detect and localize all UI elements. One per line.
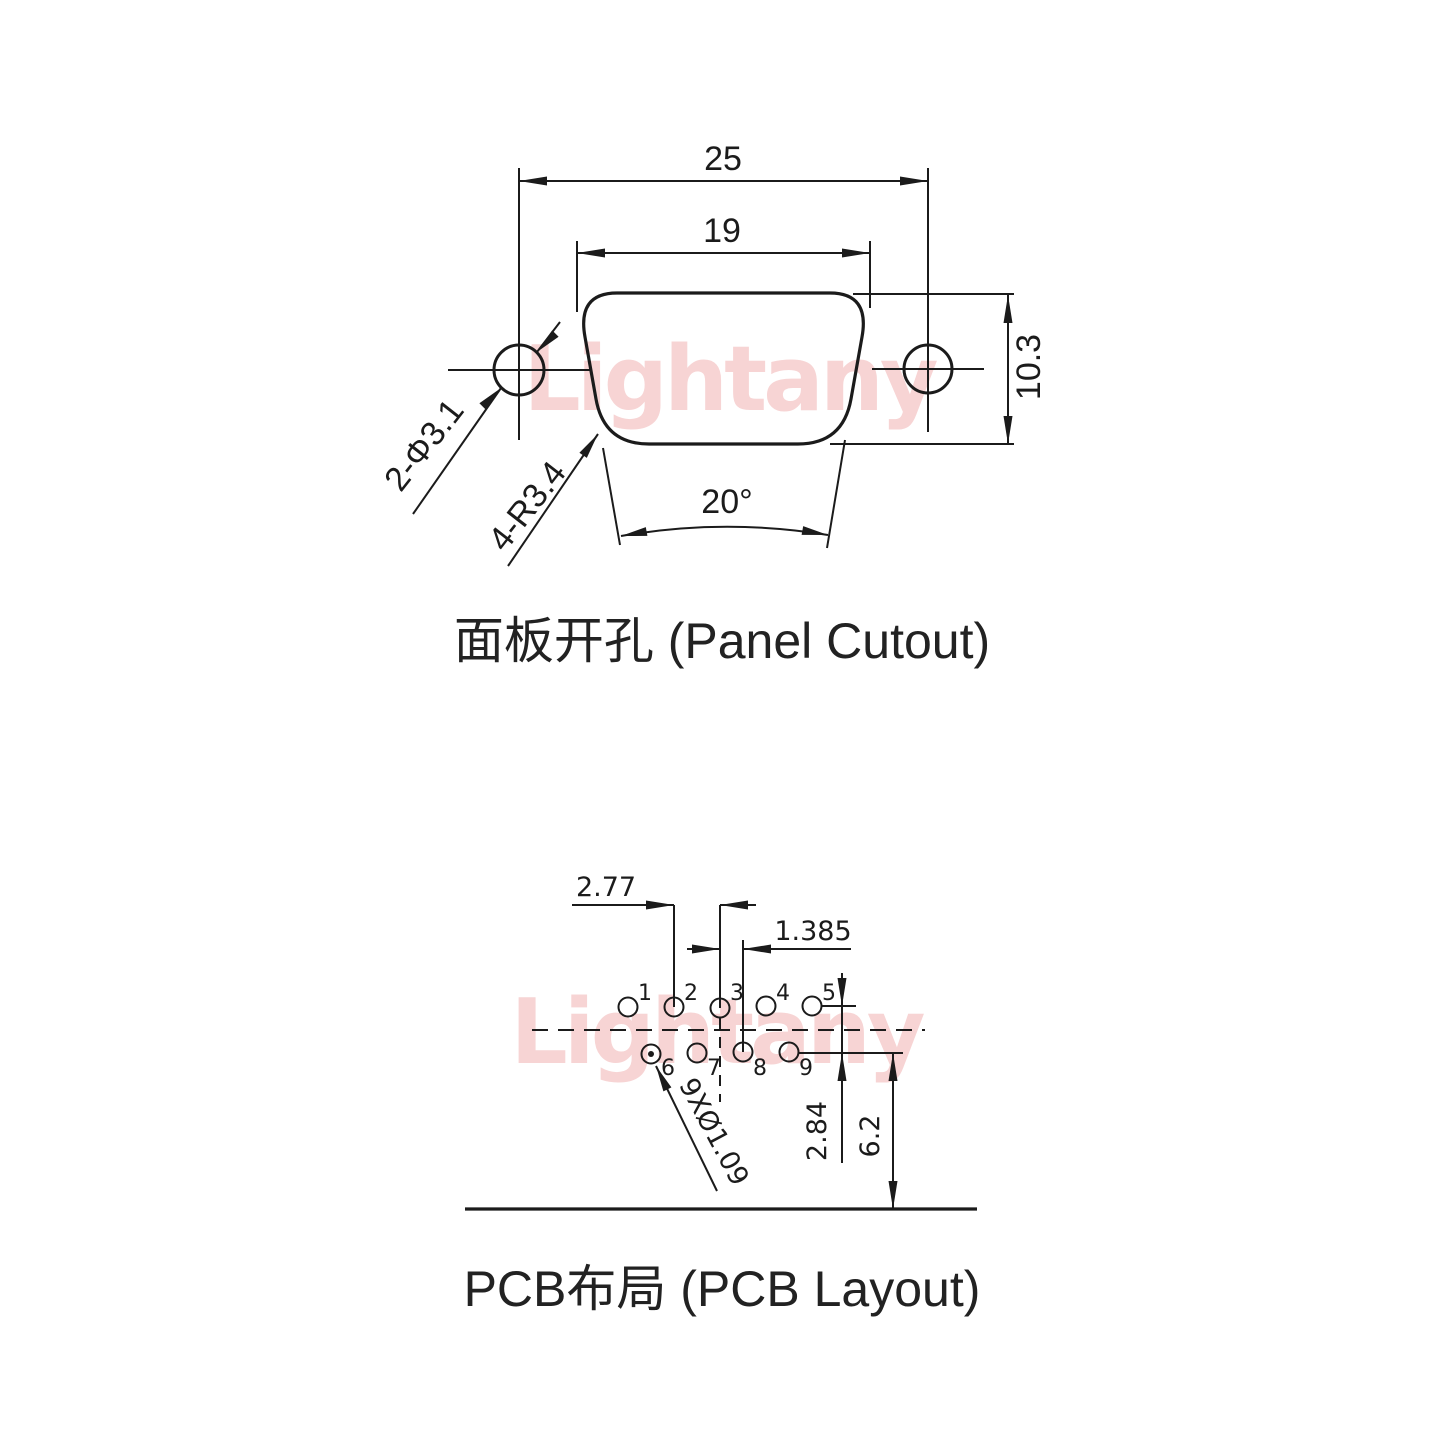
pin-5-label: 5 [822,981,836,1006]
pin-3-label: 3 [730,981,744,1006]
dim-1385-arrow-left [692,944,720,954]
panel-cutout-title: 面板开孔 (Panel Cutout) [454,613,990,669]
pin-3 [709,997,731,1019]
dim-284-arrow-top [837,978,847,1006]
pin-9-label: 9 [799,1056,813,1081]
dim-19-label: 19 [703,212,741,250]
dim-103-label: 10.3 [1010,334,1048,400]
dim-25-arrow-right [900,176,928,186]
dim-holes-arrow-lower [479,388,501,410]
pin-1-label: 1 [638,981,652,1006]
dim-103-arrow-bottom [1003,416,1013,444]
dim-62-label: 6.2 [855,1115,886,1158]
dim-angle-arc [620,525,829,537]
pin-8 [732,1041,754,1063]
dim-103-arrow-top [1003,295,1013,323]
dim-1385-label: 1.385 [774,916,851,947]
pin-5 [801,995,823,1017]
pin-7-label: 7 [707,1056,721,1081]
dim-angle-arrow-right [801,526,828,535]
dim-radius-leader [507,433,599,567]
dim-holes-arrow-upper [537,330,559,352]
dim-277-label: 2.77 [576,872,636,903]
pin-6-center-dot [648,1051,654,1057]
dim-25-label: 25 [704,140,742,178]
pcb-layout-view: Lightany 2.77 1.385 1 2 3 4 5 [464,872,981,1317]
dim-radius-label: 4-R3.4 [481,454,574,558]
dim-holes-label: 2-Φ3.1 [377,392,471,498]
dim-holes-leader-lower [412,387,502,515]
dim-radius-arrow [579,434,598,458]
panel-cutout-view: Lightany 25 19 10.3 2-Φ3.1 [377,140,1048,669]
dim-277-arrow-right [720,900,748,910]
dim-277-arrow-left [646,900,674,910]
dim-19-arrow-right [842,248,870,258]
dim-holespec-arrow [656,1066,672,1092]
dim-1385-arrow-right [743,944,771,954]
pin-8-label: 8 [753,1056,767,1081]
pin-7 [686,1042,708,1064]
pin-9 [778,1041,800,1063]
pin-4-label: 4 [776,981,790,1006]
dim-angle-ext-left [602,447,621,546]
dim-19-arrow-left [577,248,605,258]
dim-62-arrow-top [888,1053,898,1081]
dim-holespec-label: 9XØ1.09 [672,1073,754,1191]
dim-angle-label: 20° [701,483,752,521]
dim-25-arrow-left [519,176,547,186]
pin-1 [617,996,639,1018]
pin-4 [755,995,777,1017]
dim-284-label: 2.84 [802,1101,833,1161]
pin-6-label: 6 [661,1056,675,1081]
dim-angle-ext-right [826,439,846,549]
pin-6 [640,1043,662,1065]
pin-2-label: 2 [684,981,698,1006]
dsub-cutout-shape [582,291,865,446]
dim-angle-arrow-left [621,527,648,536]
pin-2 [663,996,685,1018]
dim-62-arrow-bottom [888,1181,898,1209]
dim-284-arrow-bottom [837,1053,847,1081]
pcb-layout-title: PCB布局 (PCB Layout) [464,1261,981,1317]
